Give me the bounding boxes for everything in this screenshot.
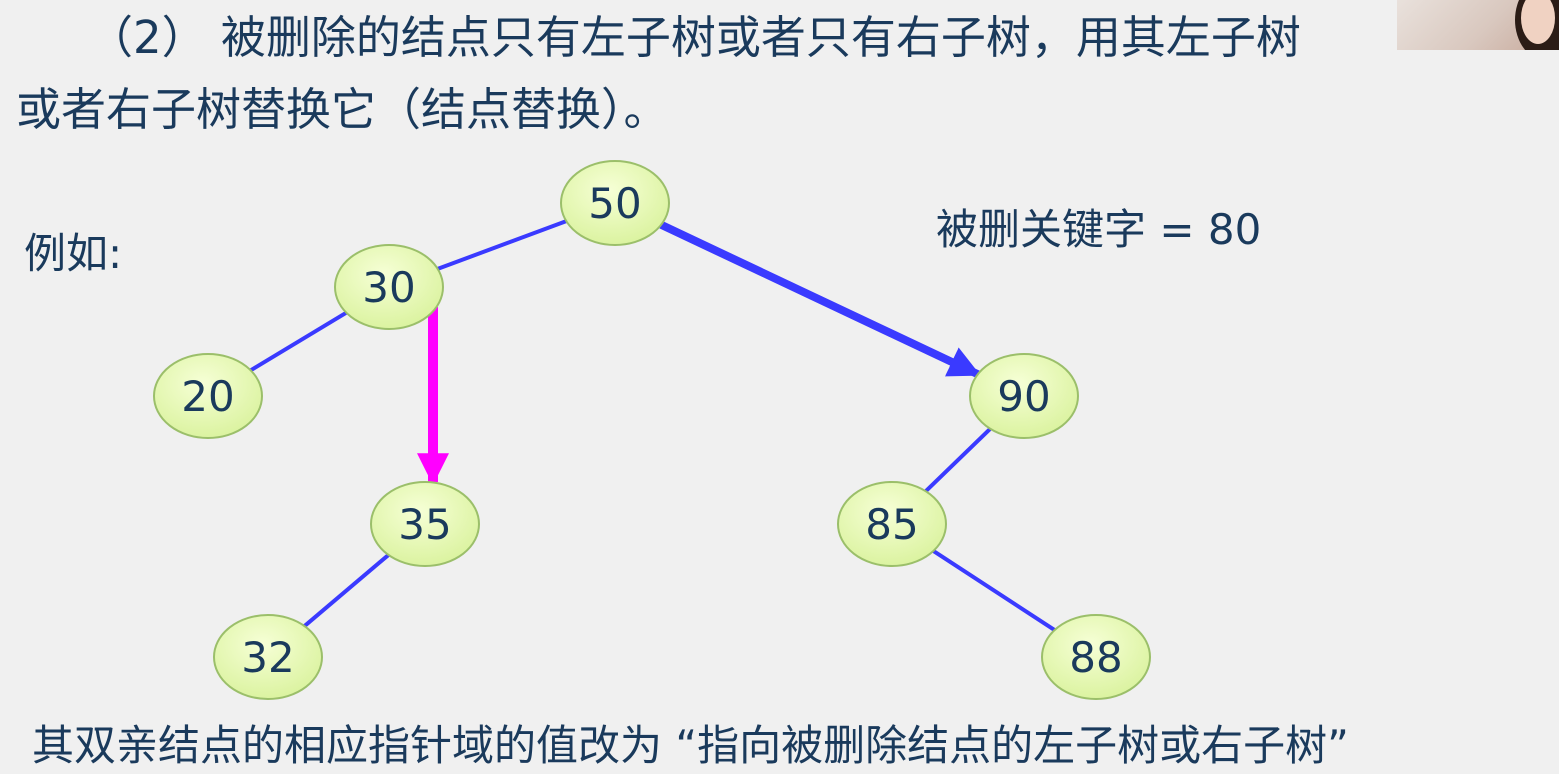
footer-note: 其双亲结点的相应指针域的值改为 “指向被删除结点的左子树或右子树” [32,721,1349,770]
node-label: 35 [398,500,451,549]
example-label: 例如: [24,229,123,278]
tree-node-20: 20 [153,353,263,439]
node-label: 88 [1069,633,1122,682]
node-shape [1041,614,1151,700]
edge-30-20 [249,310,348,373]
node-label: 50 [588,179,641,228]
tree-node-50: 50 [560,160,670,246]
edge-50-90-arrow [659,221,981,378]
node-shape [837,481,947,567]
tree-node-32: 32 [213,614,323,700]
tree-node-35: 35 [370,481,480,567]
node-label: 85 [865,500,918,549]
edge-35-32 [303,553,390,628]
edge-85-88 [932,549,1056,632]
node-shape [153,353,263,439]
edge-50-30 [437,219,567,271]
presenter-video-thumbnail [1397,0,1559,50]
node-shape [370,481,480,567]
tree-nodes: 50 30 20 35 32 90 85 88 [153,160,1151,700]
node-shape [334,244,444,330]
tree-node-88: 88 [1041,614,1151,700]
node-shape [213,614,323,700]
node-label: 20 [181,372,234,421]
node-label: 32 [241,633,294,682]
tree-node-85: 85 [837,481,947,567]
node-label: 90 [997,372,1050,421]
tree-node-90: 90 [969,353,1079,439]
heading-line-1: （2） 被删除的结点只有左子树或者只有右子树，用其左子树 [88,11,1301,64]
tree-node-30: 30 [334,244,444,330]
node-label: 30 [362,263,415,312]
deleted-key-label: 被删关键字 = 80 [936,205,1262,254]
node-shape [560,160,670,246]
tree-edges [249,219,1056,632]
heading-line-2: 或者右子树替换它（结点替换）。 [16,83,669,136]
node-shape [969,353,1079,439]
edge-90-85 [924,427,992,493]
